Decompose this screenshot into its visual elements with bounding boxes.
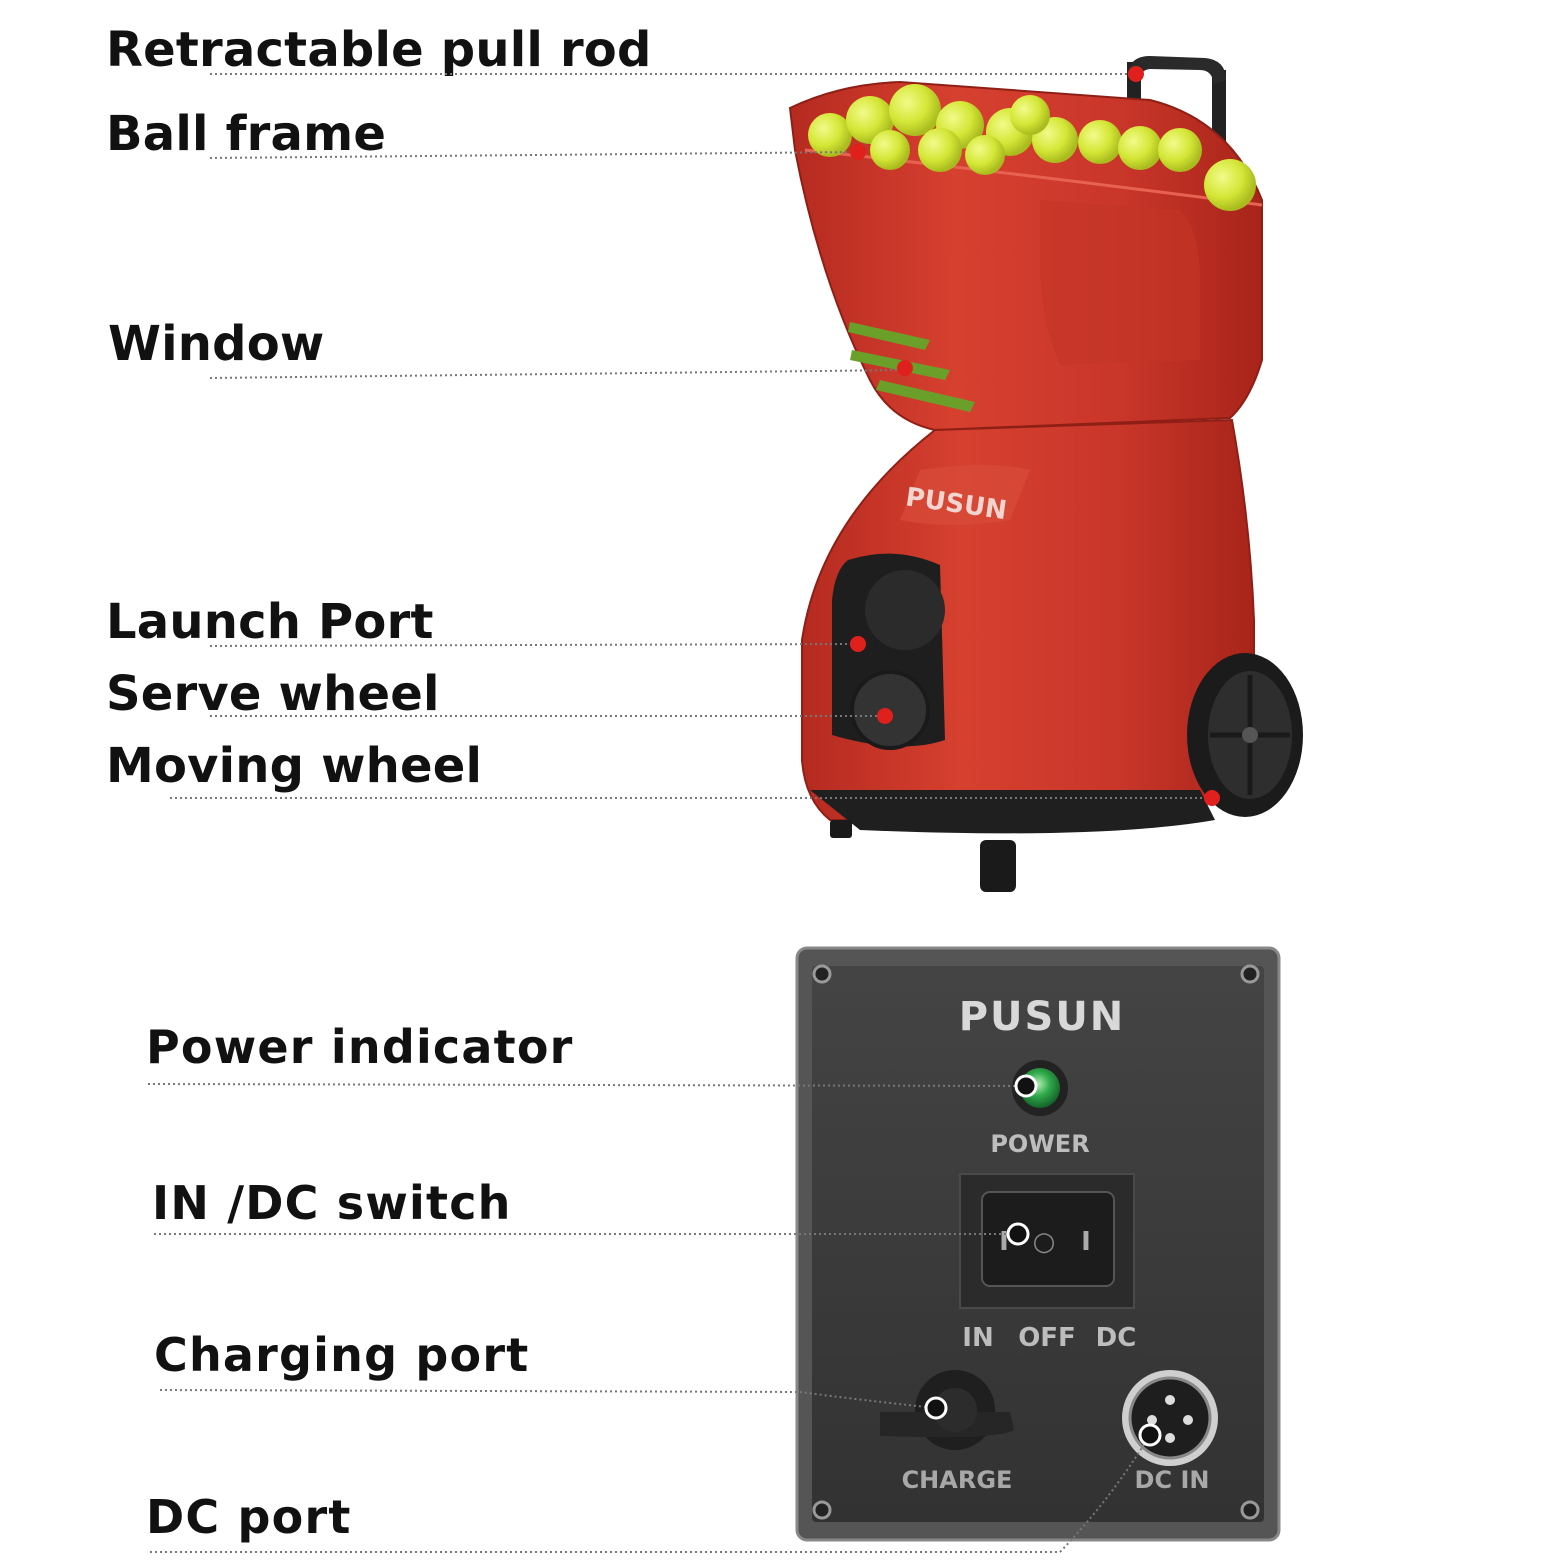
marker-dot xyxy=(850,144,866,160)
label-moving-wheel: Moving wheel xyxy=(106,738,483,794)
moving-wheel xyxy=(1187,653,1303,817)
label-ball-frame: Ball frame xyxy=(106,106,387,162)
leader-line-charging xyxy=(159,1389,937,1409)
screw-icon xyxy=(812,964,832,984)
screw-icon xyxy=(1240,964,1260,984)
dc-in-label: DC IN xyxy=(1135,1466,1210,1494)
screw-icon xyxy=(1240,1500,1260,1520)
marker-dot xyxy=(897,360,913,376)
in-dc-switch: ○ I I xyxy=(959,1173,1135,1309)
panel-logo: PUSUN xyxy=(959,994,1126,1040)
label-serve-wheel: Serve wheel xyxy=(106,666,440,722)
switch-in-symbol: I xyxy=(999,1227,1009,1257)
leader-line-frame xyxy=(209,151,859,159)
tennis-balls xyxy=(808,84,1256,211)
marker-dot xyxy=(850,636,866,652)
leader-line-launch xyxy=(209,643,859,647)
switch-pos-dc: DC xyxy=(1096,1323,1137,1353)
label-in-dc-switch: IN /DC switch xyxy=(152,1176,512,1230)
marker-dot xyxy=(1204,790,1220,806)
control-panel: PUSUN POWER ○ I I IN OFF DC CHARGE xyxy=(795,946,1281,1542)
leader-lines xyxy=(147,73,1212,1553)
marker-dot xyxy=(1138,1423,1162,1447)
leader-line-power xyxy=(147,1083,1027,1087)
marker-dot xyxy=(877,708,893,724)
marker-dot xyxy=(1128,66,1144,82)
dc-in-port xyxy=(1122,1370,1218,1466)
label-power-indicator: Power indicator xyxy=(146,1020,574,1074)
marker-dot xyxy=(1006,1222,1030,1246)
screw-icon xyxy=(812,1500,832,1520)
label-retractable-pull-rod: Retractable pull rod xyxy=(106,22,652,78)
charging-port xyxy=(880,1370,1014,1450)
label-window: Window xyxy=(108,316,325,372)
label-launch-port: Launch Port xyxy=(106,594,434,650)
switch-pos-off: OFF xyxy=(1018,1323,1076,1353)
charge-label: CHARGE xyxy=(902,1466,1013,1494)
marker-dot xyxy=(1014,1074,1038,1098)
leader-line-window xyxy=(209,369,906,379)
switch-on-symbol: I xyxy=(1081,1227,1091,1257)
label-dc-port: DC port xyxy=(146,1490,352,1544)
switch-pos-in: IN xyxy=(962,1323,993,1353)
callout-markers xyxy=(850,66,1220,1447)
switch-off-symbol: ○ xyxy=(1033,1227,1056,1257)
ball-machine: PUSUN xyxy=(788,56,1303,892)
marker-dot xyxy=(924,1396,948,1420)
power-label: POWER xyxy=(990,1130,1089,1158)
label-charging-port: Charging port xyxy=(154,1328,530,1382)
